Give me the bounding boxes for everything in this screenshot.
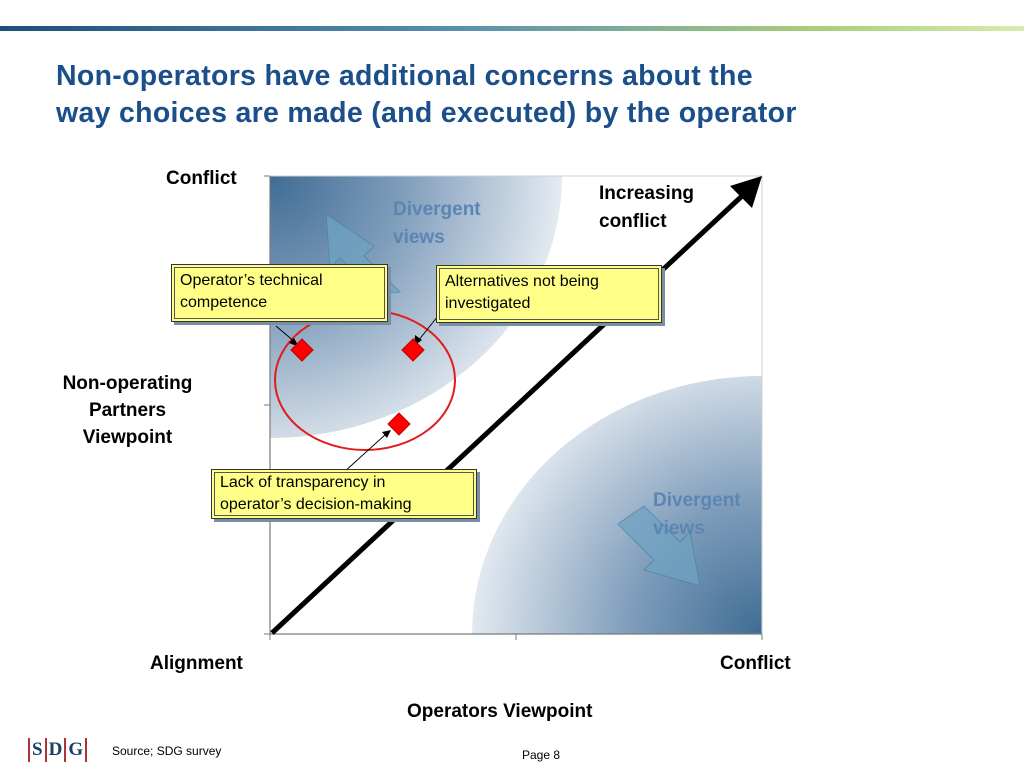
y-axis-title: Non-operating Partners Viewpoint [40, 370, 215, 451]
logo-divider [28, 738, 30, 762]
callout-transparency: Lack of transparency in operator’s decis… [211, 469, 477, 519]
logo-divider [64, 738, 67, 762]
logo-divider [44, 738, 47, 762]
callout-technical-line-1: Operator’s technical [180, 272, 323, 289]
divergent-views-upper-label: Divergent views [393, 196, 481, 252]
logo-letter-d: D [48, 739, 63, 760]
y-axis-title-line-3: Viewpoint [82, 427, 173, 448]
callout-technical-competence: Operator’s technical competence [171, 264, 388, 322]
x-axis-left-label: Alignment [150, 653, 243, 674]
divergent-upper-line-2: views [393, 227, 445, 248]
logo-divider [85, 738, 88, 762]
callout-technical-line-2: competence [180, 294, 268, 311]
logo-letter-s: S [32, 739, 43, 760]
page-number: Page 8 [522, 748, 561, 762]
marker-alternatives [401, 338, 425, 362]
increasing-conflict-line-1: Increasing [599, 183, 695, 204]
connector-transparency [342, 433, 387, 474]
slide-title: Non-operators have additional concerns a… [56, 58, 1006, 132]
y-axis-top-label: Conflict [166, 168, 237, 189]
callout-alternatives-line-2: investigated [445, 295, 531, 312]
marker-transparency [387, 412, 411, 436]
connector-alternatives [417, 315, 439, 342]
increasing-conflict-line [270, 194, 744, 635]
connector-transparency-arrowhead-icon [382, 430, 391, 438]
divergent-upper-line-1: Divergent [393, 199, 481, 220]
slide-title-line-1: Non-operators have additional concerns a… [56, 60, 753, 92]
x-axis-right-label: Conflict [720, 653, 791, 674]
callout-transparency-line-1: Lack of transparency in [220, 474, 386, 491]
increasing-conflict-label: Increasing conflict [599, 180, 694, 236]
divergent-lower-line-1: Divergent [653, 490, 741, 511]
lower-divergent-arrow-icon [617, 505, 701, 587]
source-note: Source; SDG survey [112, 744, 222, 758]
divergent-lower-line-2: views [653, 518, 705, 539]
y-axis-title-line-2: Partners [88, 400, 167, 421]
header-gradient-bar [0, 26, 1024, 31]
y-axis-title-line-1: Non-operating [62, 373, 193, 394]
slide-title-line-2: way choices are made (and executed) by t… [56, 97, 797, 129]
marker-technical-competence [290, 338, 314, 362]
increasing-conflict-line-2: conflict [599, 211, 667, 232]
logo-letter-g: G [68, 739, 84, 760]
sdg-logo: S D G [26, 737, 89, 763]
increasing-conflict-arrowhead-icon [730, 176, 762, 208]
callout-alternatives-line-1: Alternatives not being [445, 273, 599, 290]
x-axis-title: Operators Viewpoint [407, 701, 593, 722]
callout-alternatives: Alternatives not being investigated [436, 265, 662, 323]
divergent-views-lower-label: Divergent views [653, 487, 741, 543]
callout-transparency-line-2: operator’s decision-making [220, 496, 412, 513]
